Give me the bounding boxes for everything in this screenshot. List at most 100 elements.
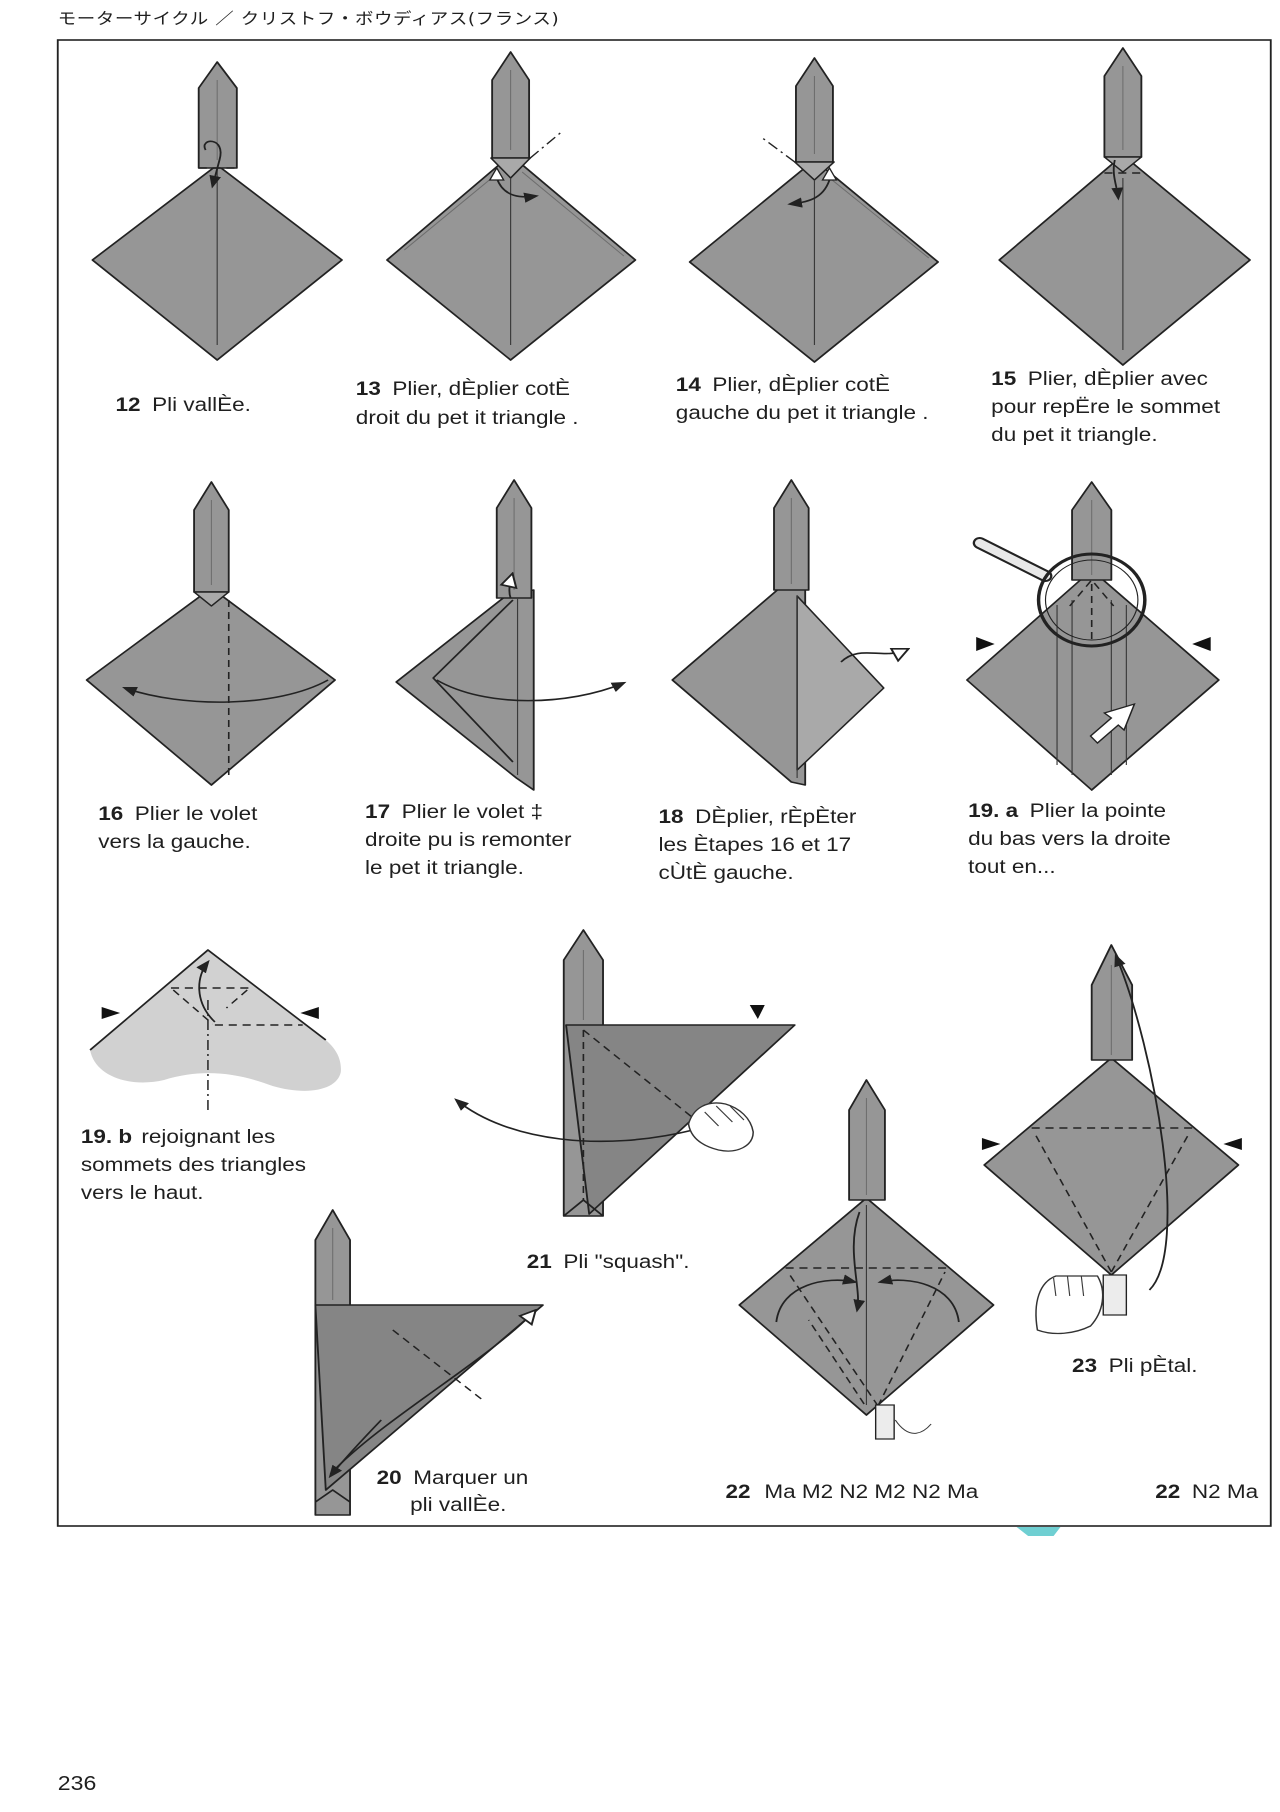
- magnified-paper-detail: [90, 950, 341, 1091]
- step-number: 13: [356, 378, 381, 399]
- valley-fold-line: [582, 1029, 694, 1119]
- valley-fold-line: [172, 989, 214, 1025]
- step-number: 18: [658, 806, 683, 827]
- step-text: DÈplier, rÈpÈter: [695, 806, 856, 827]
- valley-fold-line: [1069, 578, 1115, 607]
- pivot-marker-left-icon: [976, 637, 995, 651]
- step-text: Pli vallÈe.: [152, 394, 251, 415]
- pivot-marker-icon: [749, 1005, 765, 1019]
- pivot-marker-right-icon: [300, 1007, 319, 1019]
- caption-line: 23 Pli pÈtal.: [1072, 1355, 1197, 1376]
- valley-fold-line: [807, 1319, 865, 1405]
- step-15-diagram: [998, 47, 1251, 366]
- step-18-diagram: [671, 479, 906, 786]
- fold-arrow-left-icon: [775, 1274, 858, 1323]
- step-text: Pli pÈtal.: [1109, 1355, 1198, 1376]
- hand-finger-lines: [1052, 1275, 1085, 1297]
- fold-arrow-icon: [329, 1312, 533, 1475]
- caption-line: 19. b rejoignant les: [81, 1126, 275, 1147]
- teal-mark: [1016, 1527, 1061, 1536]
- fold-arrow-icon: [454, 1098, 694, 1143]
- hand-pointer-icon: [687, 1102, 754, 1152]
- column-bottom: [1102, 1274, 1128, 1316]
- step-text: Plier, dÈplier cotÈ: [392, 378, 570, 399]
- step-text: Pli "squash".: [563, 1251, 689, 1272]
- hand-hint-stroke: [894, 1419, 932, 1434]
- step-text: Plier, dÈplier avec: [1028, 368, 1208, 389]
- step-number: 22: [725, 1481, 750, 1502]
- step-number: 16: [98, 803, 123, 824]
- valley-fold-line: [787, 1271, 879, 1407]
- step-23-caption: 23 Pli pÈtal.: [1072, 1355, 1197, 1376]
- small-triangle: [490, 157, 532, 179]
- caption-line: du bas vers la droite: [968, 828, 1171, 849]
- unfold-arrowhead-icon: [488, 166, 505, 181]
- diagonal-crease: [826, 175, 930, 259]
- column-bottom-edge: [563, 1199, 604, 1217]
- step-number: 22: [1155, 1481, 1180, 1502]
- fold-arrow-icon: [196, 959, 216, 1023]
- paper-spike: [848, 1079, 886, 1201]
- caption-line: 18 DÈplier, rÈpÈter: [658, 806, 856, 827]
- step-14-diagram: [688, 57, 939, 363]
- pivot-marker-left-icon: [981, 1138, 1001, 1150]
- step-13-caption: 13 Plier, dÈplier cotÈ droit du pet it tr…: [356, 378, 579, 428]
- step-number: 17: [365, 801, 390, 822]
- step-text: rejoignant les: [141, 1126, 275, 1147]
- valley-fold-line: [877, 1271, 946, 1407]
- pivot-marker-left-icon: [101, 1007, 121, 1019]
- caption-line: 14 Plier, dÈplier cotÈ: [676, 374, 890, 395]
- caption-line: droit du pet it triangle .: [356, 407, 579, 428]
- caption-line: vers le haut.: [81, 1182, 204, 1203]
- pivot-marker-right-icon: [1223, 1138, 1242, 1150]
- fold-arrow-icon: [436, 679, 627, 702]
- hand-finger-lines: [704, 1105, 745, 1127]
- step-text: Plier, dÈplier cotÈ: [712, 374, 890, 395]
- step-number: 23: [1072, 1355, 1097, 1376]
- unfold-arrowhead-icon: [821, 166, 838, 181]
- column-bottom: [874, 1404, 895, 1440]
- step-text: Ma M2 N2 M2 N2 Ma: [764, 1481, 978, 1502]
- step-number: 14: [676, 374, 701, 395]
- step-21-caption: 21 Pli "squash".: [527, 1251, 690, 1272]
- step-17-diagram: [395, 479, 627, 791]
- caption-line: 22 Ma M2 N2 M2 N2 Ma: [725, 1481, 978, 1502]
- fold-line: [761, 137, 796, 163]
- caption-line: vers la gauche.: [98, 831, 251, 852]
- fold-arrow-tail-icon: [328, 1419, 382, 1479]
- step-number: 21: [527, 1251, 552, 1272]
- pivot-marker-right-icon: [1192, 637, 1211, 651]
- unfold-arrow-icon: [840, 650, 906, 663]
- column-bottom-edge: [314, 1489, 351, 1503]
- paper-spike: [1090, 944, 1134, 1061]
- flap-edge: [432, 599, 514, 763]
- valley-fold-line: [1033, 1131, 1113, 1273]
- content-frame: [56, 39, 1272, 1527]
- step-21-diagram: [454, 929, 796, 1217]
- fold-line: [529, 131, 562, 159]
- step-22-diagram: [738, 1079, 995, 1440]
- paper-top-edges: [89, 949, 327, 1051]
- magnifier-inner-ring: [1044, 559, 1139, 641]
- paper-right-flap: [796, 595, 885, 771]
- step-13-diagram: [386, 51, 637, 361]
- paper-folded-body: [395, 589, 535, 791]
- paper-diamond: [85, 587, 336, 786]
- step-number: 15: [991, 368, 1016, 389]
- step-20-diagram: [314, 1209, 544, 1516]
- step-19a-diagram: [966, 481, 1220, 791]
- step-number: 19. b: [81, 1126, 132, 1147]
- valley-fold-line: [392, 1329, 486, 1403]
